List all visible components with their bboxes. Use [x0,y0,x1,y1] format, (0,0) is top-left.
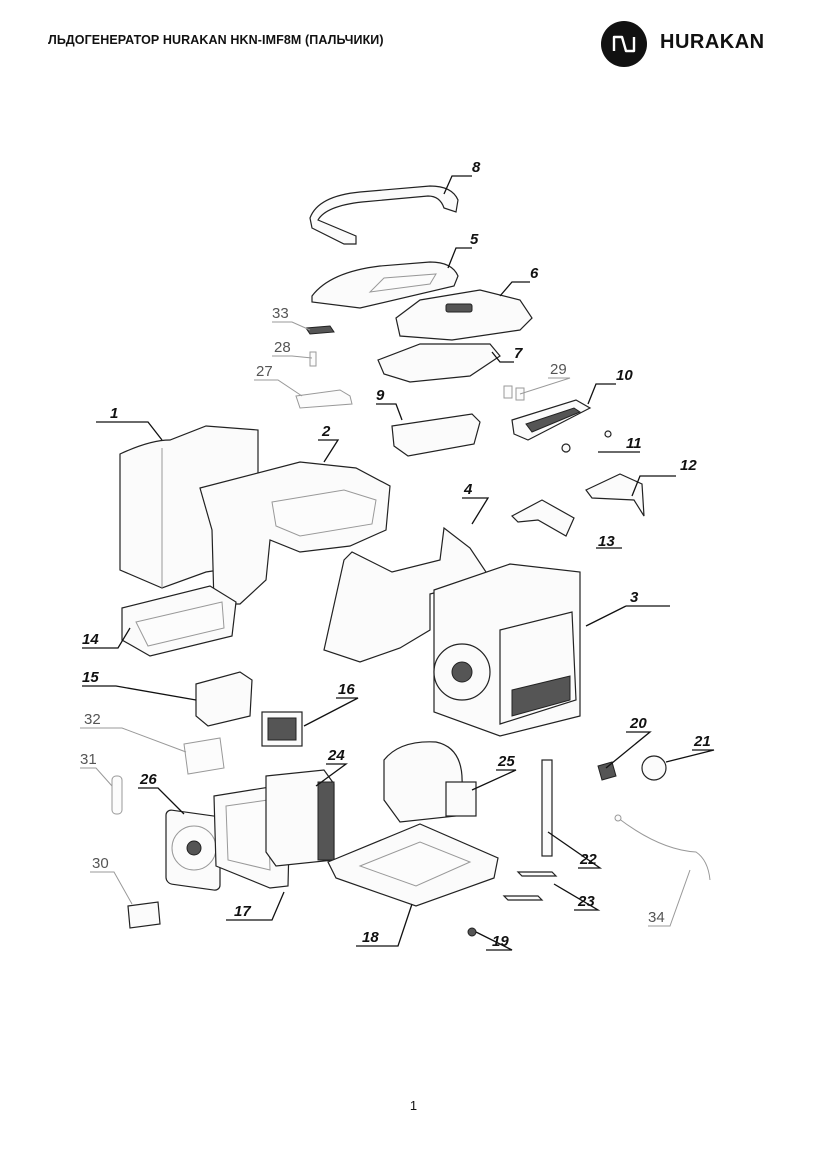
label-18: 18 [362,929,379,946]
label-29: 29 [550,361,567,378]
part-filter-16 [261,711,303,747]
brand-mark-icon [601,21,647,67]
label-24: 24 [327,747,345,764]
part-small-33 [305,325,335,335]
label-15: 15 [82,669,99,686]
label-23: 23 [577,893,595,910]
brand-logo: HURAKAN [601,21,801,67]
part-lid [311,261,459,309]
label-12: 12 [680,457,697,474]
part-bracket-12 [585,473,645,517]
part-strip-23 [502,871,558,901]
label-26: 26 [139,771,157,788]
part-condenser-24 [265,769,335,867]
part-box-15 [195,671,253,727]
part-small-31 [111,775,123,815]
label-33: 33 [272,305,289,322]
label-21: 21 [693,733,711,750]
part-tray [391,413,481,457]
leader-lines [80,175,715,951]
label-22: 22 [579,851,597,868]
part-base-18 [327,823,499,907]
label-31: 31 [80,751,97,768]
part-grille [511,399,592,441]
label-28: 28 [274,339,291,356]
part-motor-21 [641,755,667,781]
label-9: 9 [376,387,385,404]
part-housing [433,563,581,737]
label-8: 8 [472,159,481,176]
part-small-29 [503,385,525,401]
label-27: 27 [256,363,273,380]
brand-name: HURAKAN [660,31,765,53]
label-11: 11 [626,435,642,452]
part-small-20 [597,761,617,781]
label-19: 19 [492,933,509,950]
label-13: 13 [598,533,615,550]
label-32: 32 [84,711,101,728]
label-2: 2 [321,423,331,440]
label-17: 17 [234,903,251,920]
part-water-tank [199,461,391,605]
label-20: 20 [629,715,647,732]
part-handle [309,185,459,245]
label-5: 5 [470,231,479,248]
label-6: 6 [530,265,539,282]
part-ice-basket [121,585,237,657]
part-bracket-22 [541,759,553,857]
part-small-27 [295,389,353,409]
part-cable-34 [614,814,711,881]
label-16: 16 [338,681,355,698]
label-10: 10 [616,367,633,384]
part-labels: 1 2 3 4 5 6 7 8 9 10 11 12 13 14 15 16 1… [80,159,711,950]
label-34: 34 [648,909,665,926]
part-bracket-13 [511,499,575,537]
label-25: 25 [497,753,515,770]
label-3: 3 [630,589,639,606]
label-7: 7 [514,345,523,362]
part-small-19 [467,927,477,937]
page-number: 1 [409,1098,418,1113]
part-small-30 [127,901,161,929]
document-title: ЛЬДОГЕНЕРАТОР HURAKAN HKN-IMF8M (ПАЛЬЧИК… [48,33,384,47]
part-frame [377,343,501,383]
label-30: 30 [92,855,109,872]
part-pcb-32 [183,737,225,775]
part-fan-26 [165,809,221,891]
label-1: 1 [110,405,118,422]
label-14: 14 [82,631,99,648]
part-small-11 [561,430,612,453]
label-4: 4 [463,481,473,498]
part-compressor-25 [383,741,477,823]
part-control-panel [395,289,533,341]
part-small-28 [309,351,317,367]
